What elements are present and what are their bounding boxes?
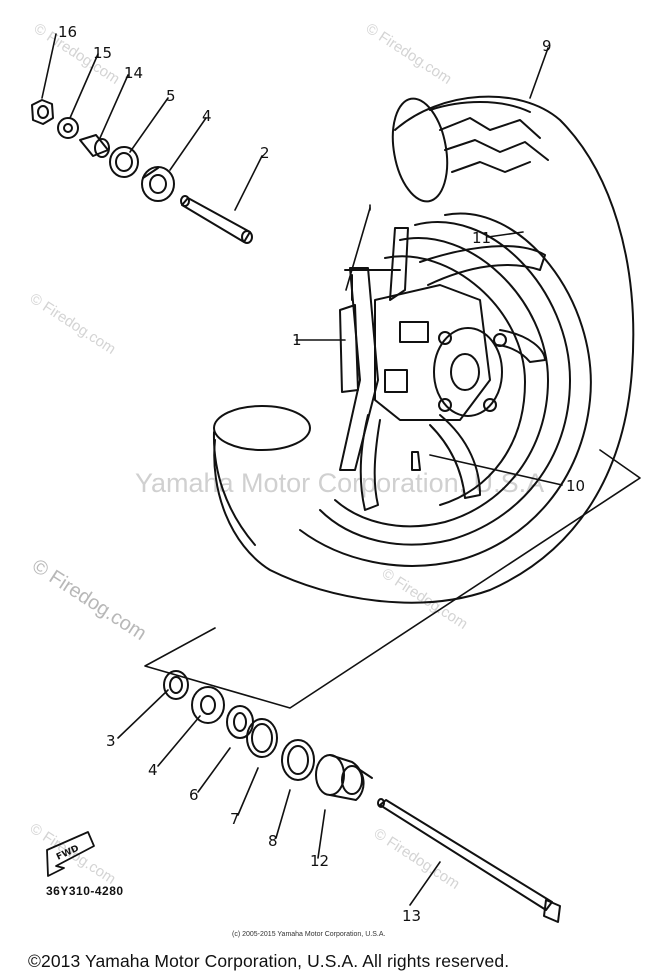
assembly-guide-lines — [41, 33, 641, 906]
callout-2: 2 — [260, 144, 270, 162]
part-12-meter-gear — [315, 754, 373, 801]
part-16-nut — [31, 99, 54, 125]
callout-labels: 16 15 14 5 4 2 9 11 1 10 3 4 6 7 8 12 13… — [55, 23, 585, 925]
callout-16: 16 — [58, 23, 77, 41]
callout-7: 7 — [230, 810, 240, 828]
callout-6: 6 — [189, 786, 199, 804]
part-3-oil-seal — [163, 670, 189, 700]
part-14-collar — [79, 134, 110, 158]
inner-copyright: (c) 2005-2015 Yamaha Motor Corporation, … — [232, 931, 386, 938]
fwd-arrow-icon — [46, 831, 95, 877]
footer-copyright: ©2013 Yamaha Motor Corporation, U.S.A. A… — [28, 951, 510, 971]
callout-1: 1 — [292, 331, 302, 349]
wheel-rim — [319, 221, 571, 546]
callout-13: 13 — [402, 907, 421, 925]
callout-5: 5 — [166, 87, 176, 105]
part-4-bearing-lower — [191, 686, 225, 724]
part-4-bearing-upper — [141, 166, 175, 202]
callout-4-lower: 4 — [148, 761, 158, 779]
part-8-oil-seal — [281, 739, 315, 781]
callout-12: 12 — [310, 852, 329, 870]
part-7-washer — [246, 718, 278, 758]
callout-14: 14 — [124, 64, 143, 82]
part-5-oil-seal — [109, 146, 139, 178]
watermark-center: Yamaha Motor Corporation, U.S.A — [135, 468, 545, 498]
part-13-axle — [377, 798, 561, 923]
callout-15: 15 — [93, 44, 112, 62]
callout-4-upper: 4 — [202, 107, 212, 125]
part-6-clutch — [226, 705, 254, 739]
callout-10: 10 — [566, 477, 585, 495]
callout-11: 11 — [472, 229, 491, 247]
callout-9: 9 — [542, 37, 552, 55]
callout-3: 3 — [106, 732, 116, 750]
callout-8: 8 — [268, 832, 278, 850]
part-code: 36Y310-4280 — [46, 884, 124, 898]
part-2-spacer — [180, 195, 253, 244]
part-15-washer — [57, 117, 79, 139]
